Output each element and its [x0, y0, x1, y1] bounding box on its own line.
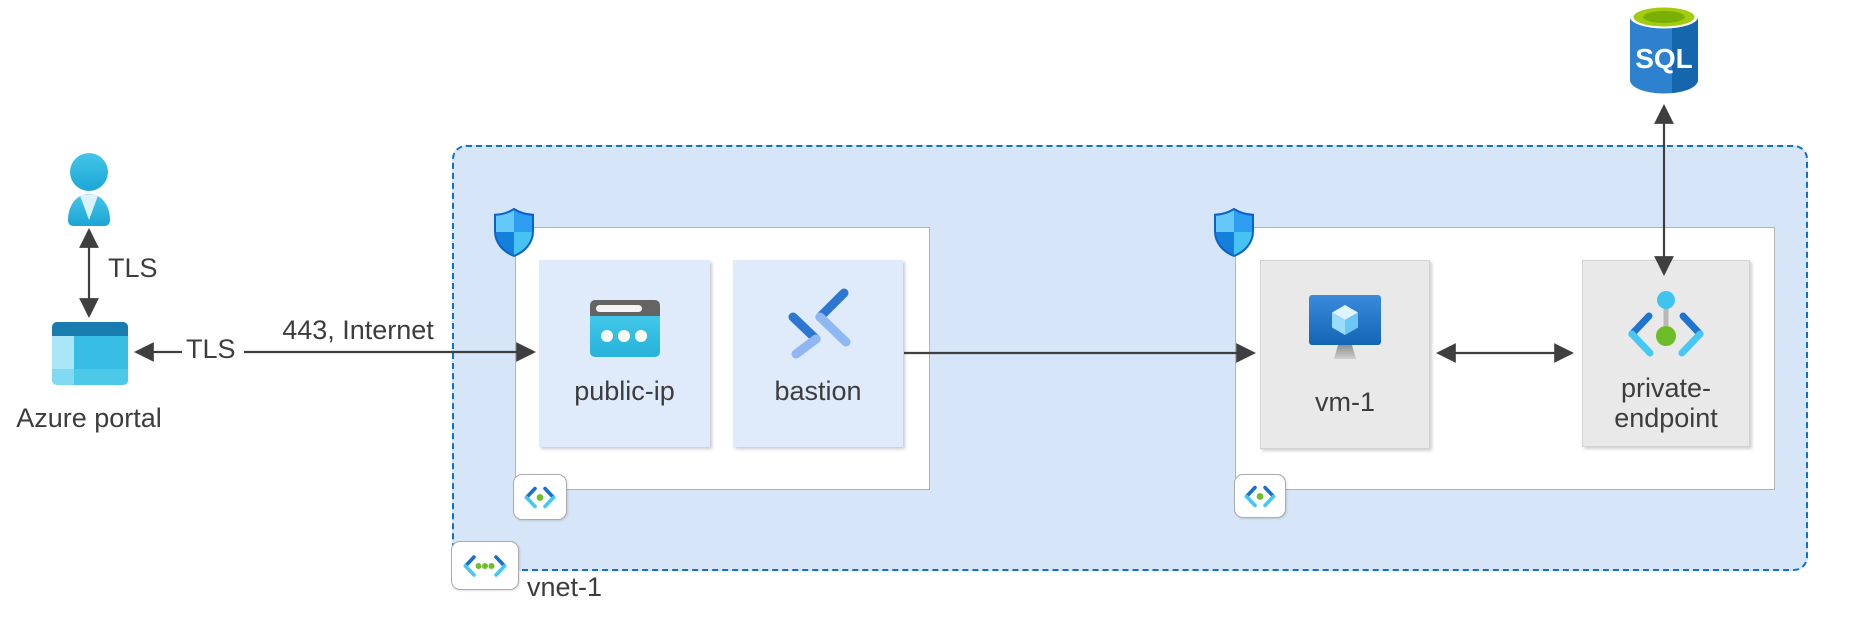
- vnet-1-label: vnet-1: [527, 572, 603, 602]
- nsg-shield-icon: [1214, 207, 1254, 262]
- nsg-shield-icon: [494, 207, 534, 262]
- private-endpoint-label-line1: private-: [1620, 373, 1712, 403]
- tls-label-user-portal: TLS: [108, 253, 158, 283]
- bastion-label: bastion: [774, 376, 862, 406]
- bastion-card: bastion: [733, 260, 903, 447]
- sql-label: SQL: [1635, 43, 1693, 74]
- subnet-icon: [1234, 474, 1286, 518]
- azure-portal-icon: [52, 322, 128, 390]
- azure-portal-label: Azure portal: [16, 403, 162, 433]
- public-ip-label: public-ip: [574, 376, 675, 406]
- tls-label-portal-vnet: TLS: [186, 334, 236, 364]
- private-endpoint-icon: [1624, 287, 1708, 366]
- virtual-network-icon: [451, 541, 519, 590]
- browser-window-icon: [589, 300, 660, 362]
- private-endpoint-label: private- endpoint: [1583, 373, 1749, 433]
- public-ip-card: public-ip: [539, 260, 710, 447]
- vm-label: vm-1: [1315, 387, 1375, 417]
- vm-card: vm-1: [1260, 260, 1430, 449]
- user-icon: [62, 148, 118, 233]
- bastion-icon: [785, 288, 851, 367]
- sql-database-icon: SQL: [1628, 4, 1700, 101]
- subnet-icon: [513, 474, 567, 520]
- virtual-machine-icon: [1306, 295, 1384, 372]
- private-endpoint-card: private- endpoint: [1582, 260, 1750, 447]
- port-443-internet-label: 443, Internet: [282, 315, 434, 345]
- private-endpoint-label-line2: endpoint: [1614, 403, 1718, 433]
